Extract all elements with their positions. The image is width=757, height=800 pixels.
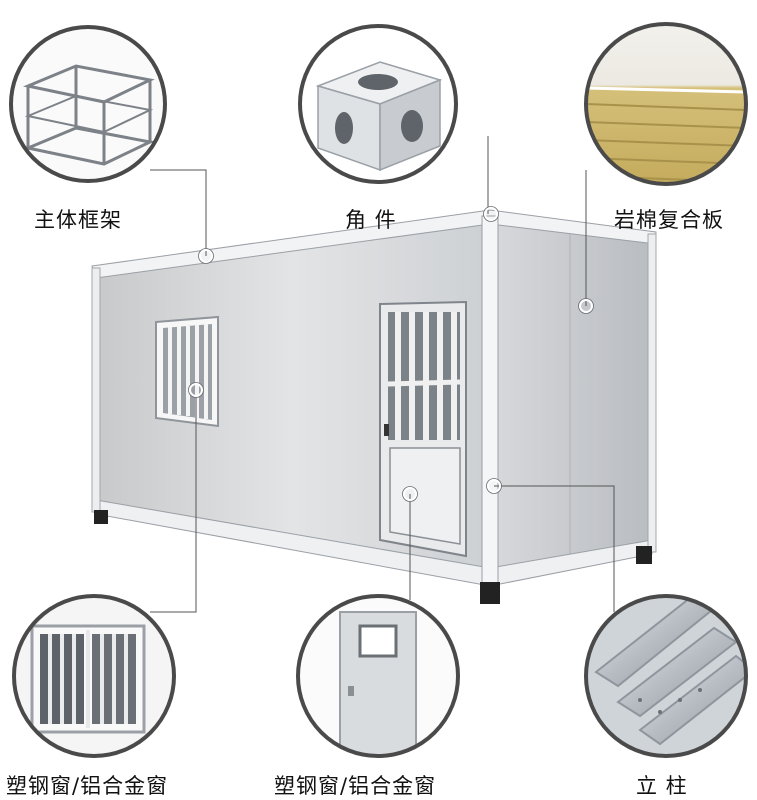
foot-front bbox=[480, 582, 500, 604]
label-corner-fitting: 角 件 bbox=[345, 208, 397, 232]
end-wall bbox=[490, 218, 652, 578]
callout-corner-fitting bbox=[298, 24, 458, 184]
label-main-frame: 主体框架 bbox=[34, 208, 122, 232]
callout-window bbox=[12, 594, 176, 758]
label-window: 塑钢窗/铝合金窗 bbox=[6, 774, 169, 798]
door-image bbox=[339, 611, 417, 756]
window-image bbox=[30, 624, 146, 734]
leader-lines bbox=[150, 136, 615, 613]
label-door: 塑钢窗/铝合金窗 bbox=[274, 774, 437, 798]
label-column: 立 柱 bbox=[636, 774, 688, 798]
container-body bbox=[91, 209, 657, 604]
callout-column bbox=[584, 594, 748, 758]
frame-image bbox=[22, 64, 155, 166]
foot-left bbox=[94, 510, 108, 524]
corner-fitting-image bbox=[315, 61, 443, 172]
corner-post bbox=[481, 215, 499, 585]
side-door bbox=[379, 300, 467, 558]
foot-right bbox=[636, 546, 652, 564]
label-rock-wool-panel: 岩棉复合板 bbox=[614, 208, 724, 232]
callout-rock-wool-panel bbox=[584, 22, 748, 186]
marker-dots bbox=[189, 207, 593, 501]
callout-main-frame bbox=[9, 25, 167, 183]
callout-door bbox=[296, 594, 460, 758]
side-window bbox=[155, 315, 219, 428]
